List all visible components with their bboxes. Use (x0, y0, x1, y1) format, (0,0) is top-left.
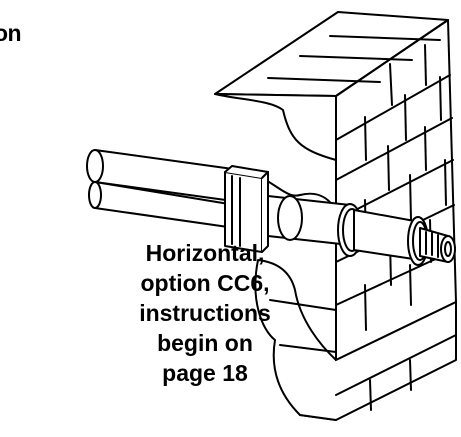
caption-line: instructions (139, 300, 271, 326)
caption-line: begin on (157, 330, 253, 356)
brick-wall-lower (254, 259, 457, 421)
caption-line: Horizontal, (145, 240, 265, 266)
caption: Horizontal, option CC6, instructions beg… (100, 238, 310, 388)
cutoff-heading-text: on (0, 20, 22, 46)
caption-line: option CC6, (140, 270, 270, 296)
vent-pipes (86, 149, 456, 266)
caption-line: page 18 (162, 360, 248, 386)
